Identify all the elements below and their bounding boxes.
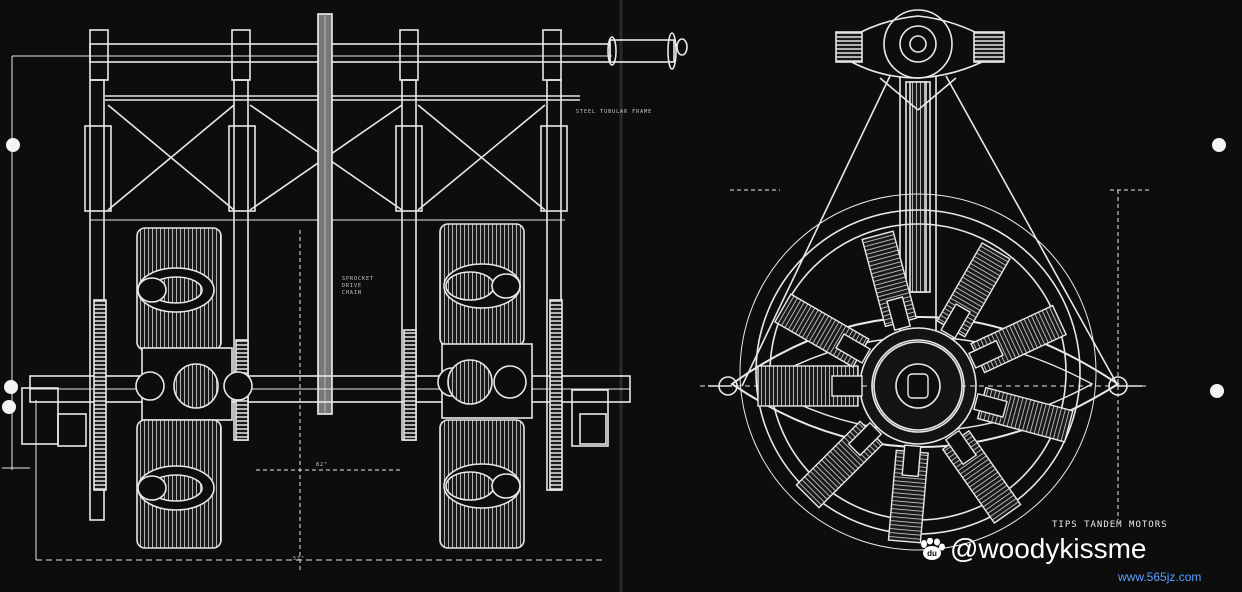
dimension-label: 57" bbox=[293, 556, 306, 562]
dimension-label: 82" bbox=[316, 462, 329, 468]
watermark: du @woodykissme bbox=[918, 533, 1146, 565]
watermark-url: www.565jz.com bbox=[1118, 570, 1202, 584]
punch-hole bbox=[2, 400, 16, 414]
steel-frame-note: STEEL TUBULAR FRAME bbox=[576, 109, 653, 115]
chain-drive-note: SPROCKET DRIVE CHAIN bbox=[342, 276, 375, 296]
badge-text: du bbox=[927, 549, 937, 558]
paw-logo-icon: du bbox=[921, 538, 945, 560]
punch-hole bbox=[1212, 138, 1226, 152]
punch-hole bbox=[4, 380, 18, 394]
punch-hole bbox=[6, 138, 20, 152]
watermark-handle: @woodykissme bbox=[950, 533, 1147, 564]
punch-hole bbox=[1210, 384, 1224, 398]
title-block: TIPS TANDEM MOTORS bbox=[1052, 520, 1168, 530]
